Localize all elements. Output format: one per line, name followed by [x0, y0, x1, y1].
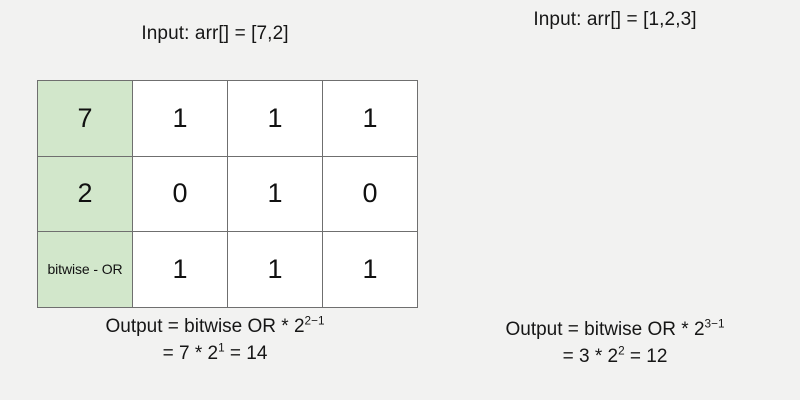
formula-text: = 3 * 2	[562, 346, 619, 367]
formula-exponent: 1	[218, 341, 225, 355]
bit-cell: 1	[132, 231, 228, 308]
bit-cell: 1	[227, 231, 323, 308]
bit-cell: 1	[227, 155, 323, 233]
formula-exponent: 2−1	[304, 314, 325, 328]
bit-cell: 0	[132, 155, 228, 233]
formula-text: Output = bitwise OR * 2	[505, 319, 705, 340]
formula-line-1: Output = bitwise OR * 23−1	[430, 316, 800, 343]
row-label-cell: 7	[37, 80, 133, 157]
example-panel-left: Input: arr[] = [7,2] 7 1 1 1 2 0 1 0 bit…	[0, 23, 430, 367]
formula-result: = 14	[224, 343, 268, 364]
bit-table-left: 7 1 1 1 2 0 1 0 bitwise - OR 1 1 1	[37, 80, 418, 308]
panel-title-left: Input: arr[] = [7,2]	[141, 23, 289, 44]
formula-text: Output = bitwise OR * 2	[105, 316, 305, 337]
panel-title-right: Input: arr[] = [1,2,3]	[533, 9, 697, 30]
formula-line-2: = 7 * 21 = 14	[0, 340, 430, 367]
bit-cell: 1	[322, 231, 418, 308]
table-row: 2 0 1 0	[37, 155, 418, 233]
table-row: bitwise - OR 1 1 1	[37, 231, 418, 308]
formula-line-2: = 3 * 22 = 12	[430, 343, 800, 370]
output-formula-right: Output = bitwise OR * 23−1 = 3 * 22 = 12	[430, 316, 800, 370]
table-row: 7 1 1 1	[37, 80, 418, 157]
row-label-cell: 2	[37, 155, 133, 233]
bit-cell: 1	[322, 80, 418, 157]
formula-exponent: 3−1	[704, 317, 725, 331]
bit-cell: 1	[132, 80, 228, 157]
formula-line-1: Output = bitwise OR * 22−1	[0, 313, 430, 340]
row-label-cell-bitwise-or: bitwise - OR	[37, 231, 133, 308]
formula-exponent: 2	[618, 344, 625, 358]
bit-cell: 0	[322, 155, 418, 233]
formula-result: = 12	[624, 346, 668, 367]
bit-cell: 1	[227, 80, 323, 157]
example-panel-right: Input: arr[] = [1,2,3] 1 0 0 1 2 0 1 0 3…	[430, 0, 800, 400]
output-formula-left: Output = bitwise OR * 22−1 = 7 * 21 = 14	[0, 313, 430, 367]
formula-text: = 7 * 2	[162, 343, 219, 364]
